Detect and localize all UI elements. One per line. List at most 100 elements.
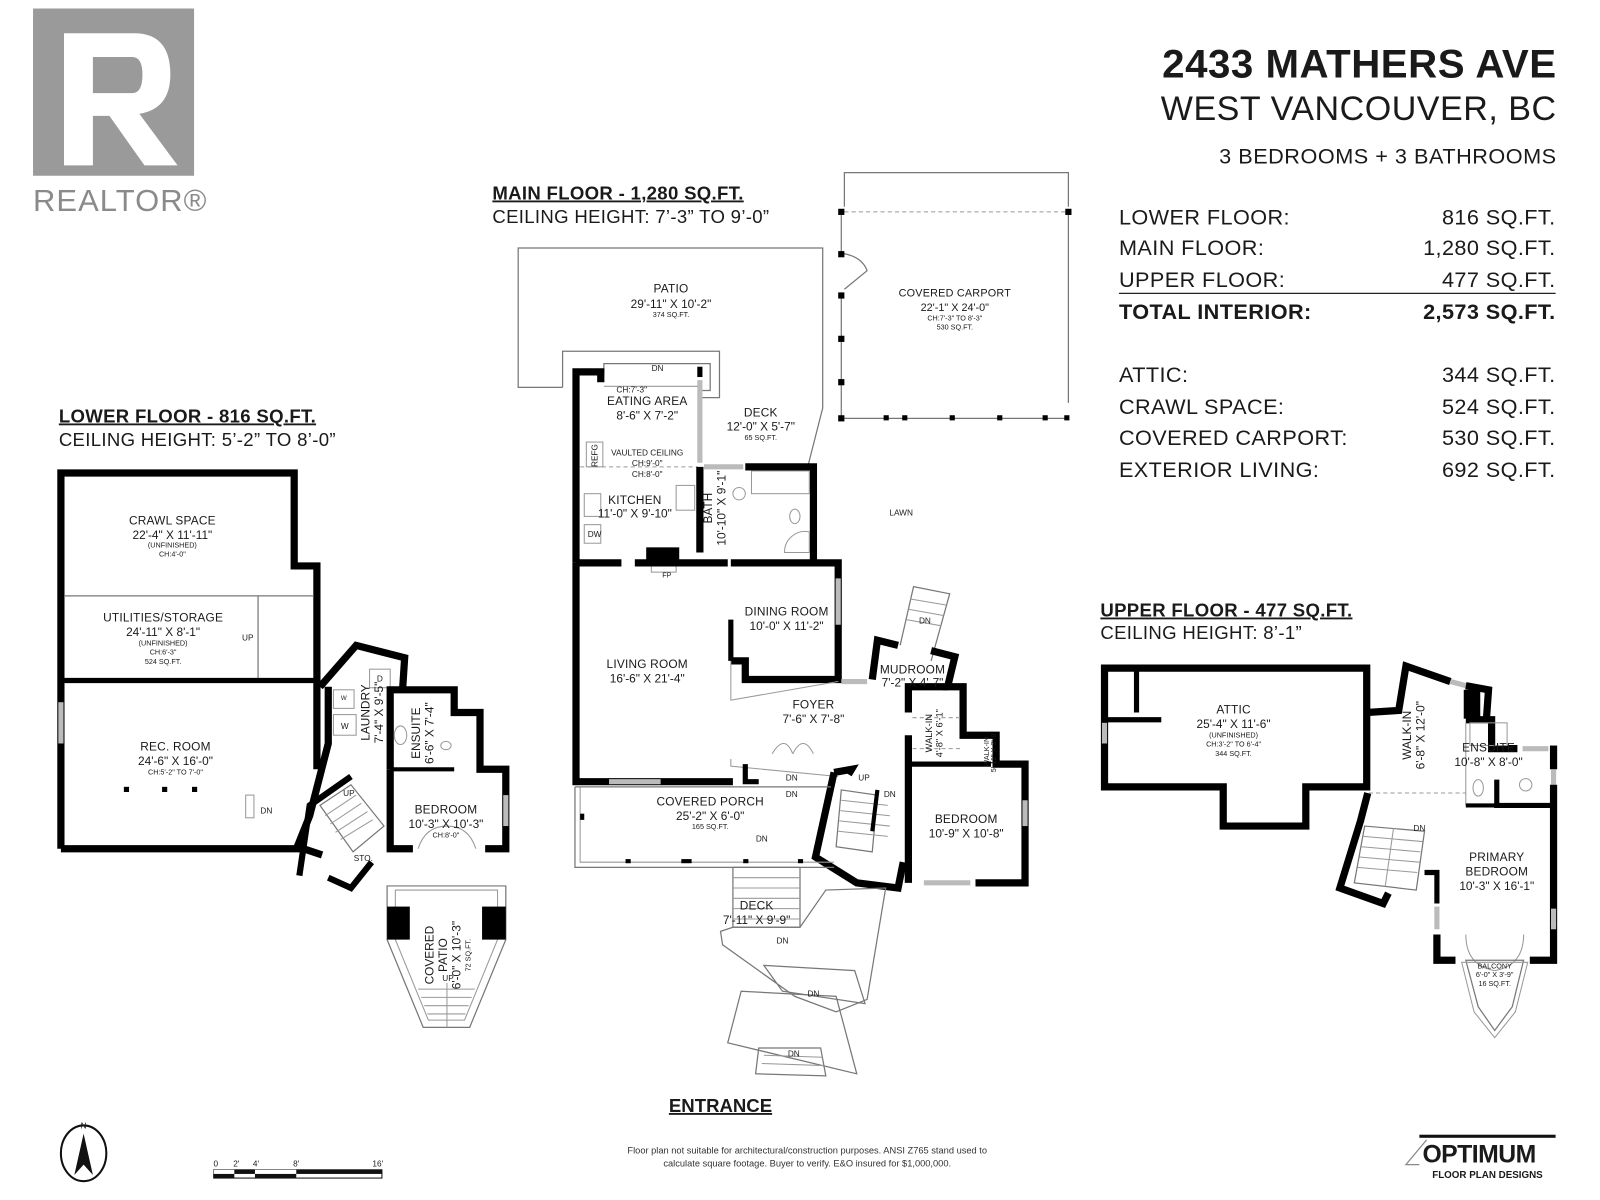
room-name: DECK	[744, 405, 778, 419]
main-floor-title: MAIN FLOOR - 1,280 SQ.FT.	[492, 182, 743, 203]
room-note: CH:9'-0"	[632, 459, 663, 468]
room-name: MUDROOM	[880, 662, 945, 676]
room-dims: 6'-0" X 3'-9"	[1476, 970, 1514, 979]
room-note: CH:3'-2" TO 6'-4"	[1206, 740, 1261, 749]
upper-floor-title: UPPER FLOOR - 477 SQ.FT.	[1100, 600, 1352, 621]
room-name: EATING AREA	[607, 394, 687, 408]
room-name: WALK-IN	[924, 714, 934, 752]
stair-down-label: DN	[884, 790, 896, 799]
room-dims: 10'-3" X 16'-1"	[1459, 879, 1534, 893]
scale-tick: 16'	[372, 1160, 383, 1169]
scale-tick: 4'	[253, 1160, 260, 1169]
stair-down-label: DN	[919, 617, 931, 626]
room-note: 165 SQ.FT.	[692, 822, 729, 831]
room-name: FOYER	[792, 697, 834, 711]
lower-floor-plan: CRAWL SPACE 22'-4" X 11'-11" (UNFINISHED…	[57, 469, 510, 1028]
area-summary-table: LOWER FLOOR: 816 SQ.FT. MAIN FLOOR: 1,28…	[1119, 204, 1556, 482]
realtor-logo-text: REALTOR®	[33, 183, 207, 218]
room-dims: 11'-0" X 9'-10"	[598, 506, 672, 520]
room-note: 16 SQ.FT.	[1478, 979, 1511, 988]
room-note: 72 SQ.FT.	[464, 939, 473, 972]
room-dims: 10'-9" X 10'-8"	[929, 826, 1004, 840]
stair-down-label: DN	[1413, 824, 1425, 833]
room-dims: 7'-4" X 9'-5"	[372, 682, 386, 744]
dishwasher-label: DW	[588, 530, 602, 539]
area-label: COVERED CARPORT:	[1119, 425, 1348, 450]
scale-tick: 0	[213, 1160, 218, 1169]
room-name: BEDROOM	[935, 812, 998, 826]
room-name: UTILITIES/STORAGE	[103, 611, 223, 625]
main-floor-ceiling: CEILING HEIGHT: 7’-3” TO 9’-0”	[492, 206, 769, 227]
room-note: (UNFINISHED)	[1209, 730, 1258, 739]
room-note: (UNFINISHED)	[139, 638, 188, 647]
room-dims: 6'-6" X 7'-4"	[423, 702, 437, 764]
room-name: BEDROOM	[1465, 865, 1528, 879]
room-name: LAUNDRY	[359, 684, 373, 741]
north-arrow-icon: N	[59, 1122, 108, 1183]
property-city: WEST VANCOUVER, BC	[1161, 90, 1557, 128]
area-value: 344 SQ.FT.	[1442, 362, 1556, 387]
room-dims: 10'-0" X 11'-2"	[750, 619, 824, 633]
room-dims: 25'-4" X 11'-6"	[1197, 717, 1271, 731]
designer-logo-text: OPTIMUM	[1422, 1142, 1535, 1169]
area-label: ATTIC:	[1119, 362, 1188, 387]
room-note: CH:8'-0"	[632, 470, 663, 479]
optimum-logo: OPTIMUM FLOOR PLAN DESIGNS	[1404, 1134, 1556, 1181]
room-note: 344 SQ.FT.	[1215, 749, 1252, 758]
stair-down-label: DN	[807, 989, 819, 998]
room-name: ATTIC	[1216, 703, 1251, 717]
area-value: 816 SQ.FT.	[1442, 204, 1556, 229]
area-label: UPPER FLOOR:	[1119, 267, 1285, 292]
room-note: CH:6'-3"	[150, 648, 177, 657]
room-dims: 25'-2" X 6'-0"	[676, 809, 744, 823]
room-note: 65 SQ.FT.	[745, 433, 778, 442]
room-dims: 6'-0" X 10'-3"	[449, 921, 463, 989]
room-dims: 7'-6" X 7'-8"	[783, 712, 845, 726]
room-note: (UNFINISHED)	[148, 540, 197, 549]
entrance-label: ENTRANCE	[669, 1095, 772, 1116]
stair-down-label: DN	[652, 364, 664, 373]
stair-down-label: DN	[776, 937, 788, 946]
room-dims: 22'-4" X 11'-11"	[133, 528, 213, 542]
washer-label: W	[341, 722, 349, 731]
room-name: COVERED CARPORT	[899, 288, 1012, 300]
room-name: KITCHEN	[608, 493, 662, 507]
realtor-logo: REALTOR®	[33, 8, 207, 218]
room-dims: 12'-0" X 5'-7"	[727, 420, 795, 434]
room-name: BATH	[701, 493, 715, 524]
room-dims: 29'-11" X 10'-2"	[631, 297, 712, 311]
room-dims: 5'-11" X 3'-8"	[989, 731, 998, 772]
room-name: DECK	[740, 899, 774, 913]
north-label: N	[81, 1122, 87, 1131]
scale-tick: 2'	[233, 1160, 240, 1169]
area-label: TOTAL INTERIOR:	[1119, 299, 1312, 324]
room-name: PATIO	[436, 938, 450, 972]
room-name: ENSUITE	[409, 707, 423, 758]
room-note: CH:8'-0"	[433, 830, 460, 839]
area-label: EXTERIOR LIVING:	[1119, 457, 1319, 482]
fridge-label: REFG	[591, 444, 600, 467]
lower-floor-title: LOWER FLOOR - 816 SQ.FT.	[59, 405, 316, 426]
storage-label: STO.	[354, 854, 373, 863]
area-value: 524 SQ.FT.	[1442, 394, 1556, 419]
lower-floor-ceiling: CEILING HEIGHT: 5’-2” TO 8’-0”	[59, 429, 336, 450]
stair-down-label: DN	[786, 774, 798, 783]
lawn-label: LAWN	[889, 508, 913, 517]
room-note: 530 SQ.FT.	[937, 323, 974, 332]
room-dims: 22'-1" X 24'-0"	[921, 302, 990, 314]
scale-bar: 0 2' 4' 8' 16'	[213, 1160, 384, 1179]
room-name: PATIO	[654, 281, 689, 295]
stair-up-label: UP	[442, 974, 454, 983]
room-name: REC. ROOM	[140, 740, 210, 754]
upper-floor-plan: ATTIC 25'-4" X 11'-6" (UNFINISHED) CH:3'…	[1100, 661, 1558, 1039]
room-note: CH:7'-3" TO 8'-3"	[927, 313, 982, 322]
room-name: COVERED	[423, 926, 437, 985]
room-dims: 8'-6" X 7'-2"	[616, 408, 678, 422]
room-dims: 7'-11" X 9'-9"	[723, 913, 790, 927]
room-name: DINING ROOM	[745, 604, 829, 618]
carport-outline	[838, 172, 1072, 422]
room-name: CRAWL SPACE	[129, 514, 216, 528]
room-note: CH:5'-2" TO 7'-0"	[148, 767, 203, 776]
fireplace-label: FP	[662, 570, 671, 579]
room-dims: 24'-11" X 8'-1"	[126, 625, 200, 639]
